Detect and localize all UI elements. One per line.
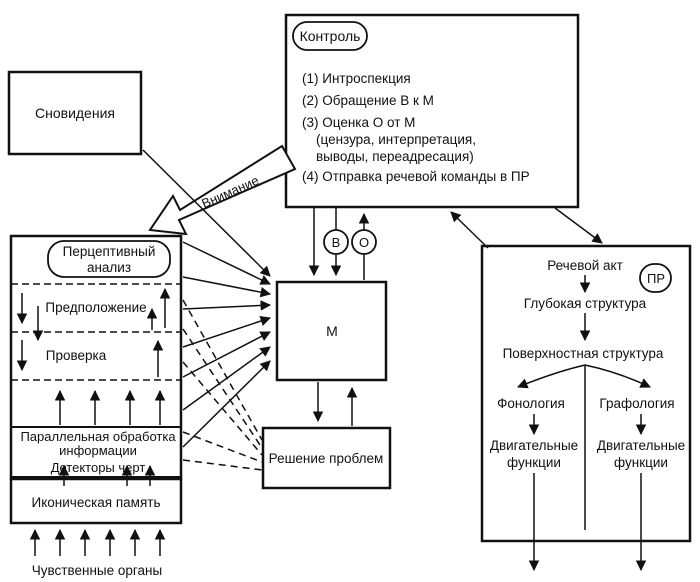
speech-badge-label: ПР xyxy=(647,271,665,286)
o-circle: О xyxy=(351,229,377,255)
motor-functions-left-line2: функции xyxy=(507,455,561,470)
memory-problem-arrows xyxy=(312,382,358,426)
speech-badge xyxy=(639,263,672,293)
perceptual-title-line2: анализ xyxy=(87,260,131,275)
phonology-label: Фонология xyxy=(497,396,565,411)
control-item-4: (4) Отправка речевой команды в ПР xyxy=(302,169,530,184)
speech-internal-arrows xyxy=(517,275,651,572)
parallel-processing-line1: Параллельная обработка xyxy=(20,429,176,444)
control-item-1: (1) Интроспекция xyxy=(302,71,411,86)
sense-organs-label: Чувственные органы xyxy=(32,563,162,578)
perceptual-internal-arrows xyxy=(16,287,171,556)
dreams-box: Сновидения xyxy=(7,70,143,156)
iconic-memory-label: Иконическая память xyxy=(32,495,161,510)
parallel-processing-line2: информации xyxy=(59,443,137,458)
motor-functions-right-line2: функции xyxy=(614,455,668,470)
problem-solving-label: Решение проблем xyxy=(269,451,384,466)
proposal-label: Предположение xyxy=(45,300,146,315)
motor-functions-left-line1: Двигательные xyxy=(490,438,578,453)
problem-solving-box: Решение проблем xyxy=(261,426,392,490)
perceptual-title-line1: Перцептивный xyxy=(63,244,156,259)
graphology-label: Графология xyxy=(599,396,674,411)
control-item-3: (3) Оценка О от М xyxy=(302,115,415,130)
control-title: Контроль xyxy=(300,28,361,44)
dreams-label: Сновидения xyxy=(35,105,115,121)
perceptual-title-badge xyxy=(47,240,171,278)
control-item-2: (2) Обращение В к М xyxy=(302,93,434,108)
control-item-3-detail-2: выводы, переадресация) xyxy=(316,149,474,164)
control-box: Контроль (1) Интроспекция (2) Обращение … xyxy=(284,13,580,209)
speech-act-label: Речевой акт xyxy=(547,258,623,273)
control-memory-arrows xyxy=(308,208,370,280)
motor-functions-right-line1: Двигательные xyxy=(597,438,685,453)
perceptual-analysis-box: Перцептивный анализ Предположение Провер… xyxy=(9,234,183,481)
control-speech-arrows xyxy=(450,207,603,249)
inputs-to-memory xyxy=(142,149,272,448)
attention-arrow: Внимание xyxy=(148,144,297,236)
control-item-3-detail-1: (цензура, интерпретация, xyxy=(316,132,476,147)
check-label: Проверка xyxy=(46,348,107,363)
memory-box: М xyxy=(275,280,388,382)
dashed-links-to-problem-solving xyxy=(182,299,263,471)
b-label: В xyxy=(332,235,341,250)
iconic-memory-box: Иконическая память xyxy=(9,477,183,525)
control-title-badge xyxy=(292,21,368,51)
b-circle: В xyxy=(323,229,349,255)
surface-structure-label: Поверхностная структура xyxy=(503,346,664,361)
memory-label: М xyxy=(326,323,338,339)
speech-production-box: ПР Речевой акт Глубокая структура Поверх… xyxy=(480,244,692,543)
feature-detectors-label: Детекторы черт xyxy=(51,460,146,475)
deep-structure-label: Глубокая структура xyxy=(524,296,647,311)
o-label: О xyxy=(359,235,369,250)
